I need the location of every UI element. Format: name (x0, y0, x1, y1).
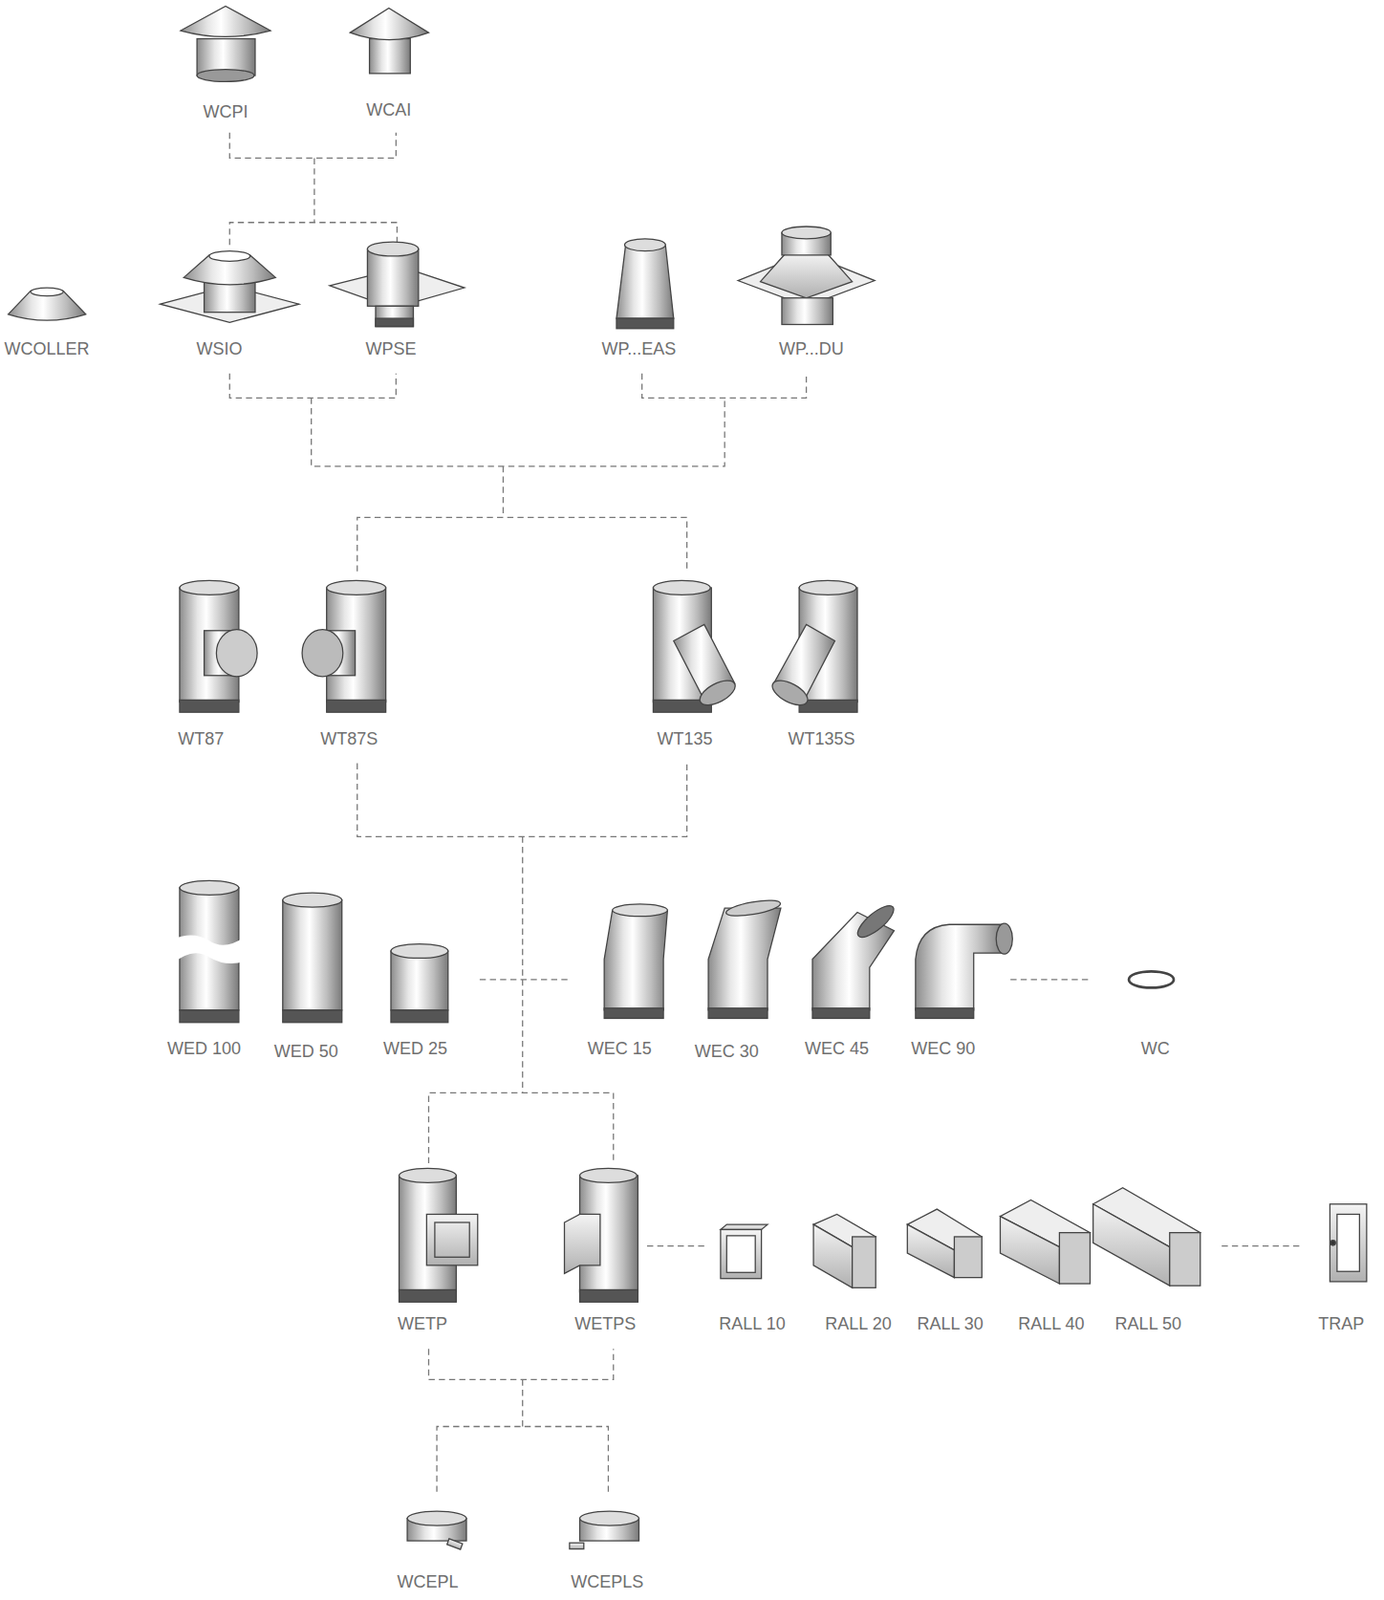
part-code: WP...DU (778, 338, 844, 360)
part-code: WED 100 (167, 1038, 241, 1060)
part-code: RALL 40 (1017, 1313, 1084, 1335)
part-code: WT87 (177, 728, 224, 750)
part-code: WCEPL (396, 1571, 458, 1593)
part-code: WEC 15 (587, 1038, 652, 1060)
part-code: WPSE (365, 338, 416, 360)
group-lines (229, 132, 1299, 1493)
part-code: WEC 90 (910, 1038, 975, 1060)
part-code: WCEPLS (570, 1571, 644, 1593)
part-code: RALL 20 (824, 1313, 891, 1335)
part-code: WED 25 (383, 1038, 448, 1060)
part-code: WETPS (574, 1313, 636, 1335)
part-code: WC (1141, 1038, 1170, 1060)
part-code: WT135S (788, 728, 856, 750)
part-code: WEC 45 (804, 1038, 869, 1060)
part-code: WSIO (196, 338, 243, 360)
part-code: TRAP (1318, 1313, 1364, 1335)
parts (8, 5, 1367, 1550)
part-code: WED 50 (274, 1040, 339, 1062)
part-code: WP...EAS (602, 338, 677, 360)
part-code: WETP (397, 1313, 448, 1335)
part-code: RALL 30 (916, 1313, 983, 1335)
part-code: WEC 30 (694, 1040, 759, 1062)
part-code: RALL 10 (718, 1313, 785, 1335)
part-code: RALL 50 (1115, 1313, 1182, 1335)
part-code: WCPI (202, 101, 248, 123)
part-code: WCAI (366, 99, 411, 121)
part-code: WT135 (657, 728, 714, 750)
part-code: WT87S (320, 728, 378, 750)
part-code: WCOLLER (4, 338, 90, 360)
